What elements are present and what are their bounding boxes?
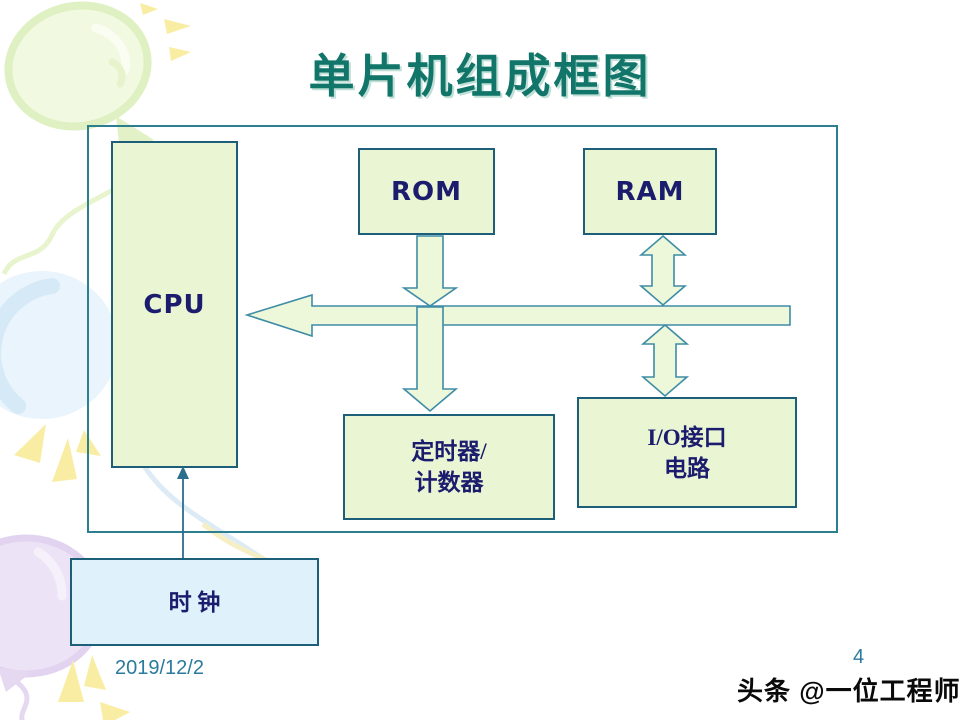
- slide-title: 单片机组成框图: [308, 51, 652, 102]
- timer-label-line2: 计数器: [414, 470, 484, 495]
- clock-block: 时 钟: [70, 558, 319, 646]
- ram-label: RAM: [615, 176, 685, 207]
- cpu-label: CPU: [143, 289, 206, 320]
- io-interface-block: I/O接口 电路: [577, 397, 797, 508]
- ram-block: RAM: [583, 148, 717, 235]
- timer-counter-block: 定时器/ 计数器: [343, 414, 555, 520]
- io-label-line1: I/O接口: [647, 424, 727, 450]
- rom-label: ROM: [391, 176, 462, 207]
- timer-label-line1: 定时器/: [411, 439, 487, 464]
- footer-date: 2019/12/2: [115, 657, 204, 679]
- watermark-text: 头条 @一位工程师: [737, 676, 960, 706]
- clock-label: 时 钟: [168, 589, 221, 615]
- io-label-line2: 电路: [664, 455, 710, 481]
- rom-block: ROM: [358, 148, 495, 235]
- cpu-block: CPU: [111, 141, 238, 468]
- page-number: 4: [853, 646, 865, 668]
